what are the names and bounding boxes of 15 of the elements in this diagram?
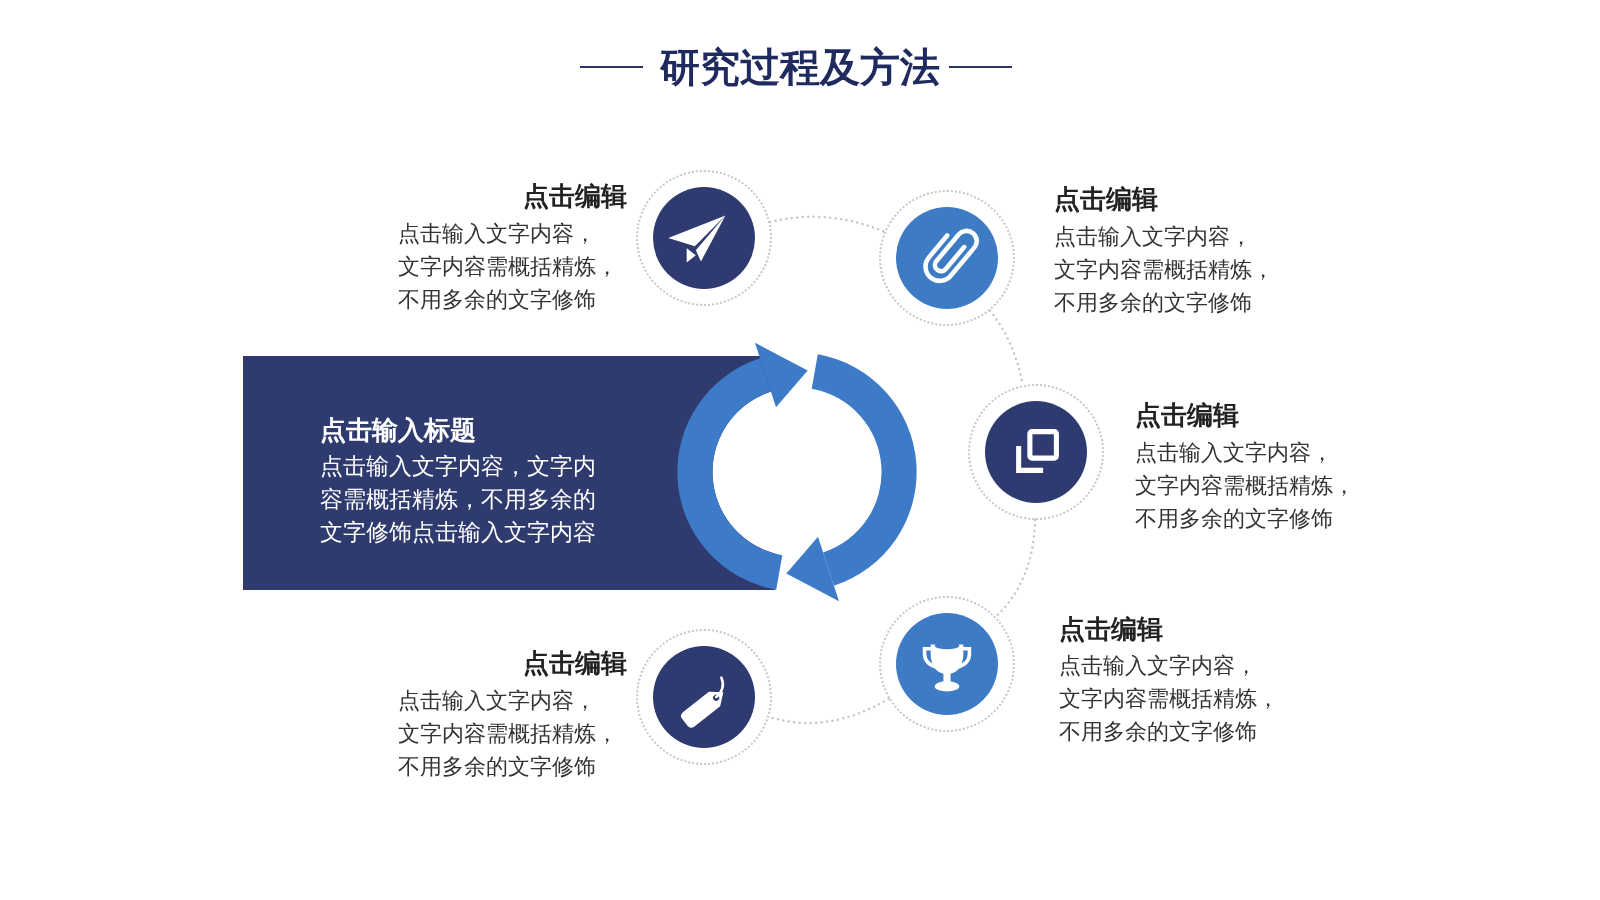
dotted-connector bbox=[768, 215, 886, 233]
step-heading: 点击编辑 bbox=[1059, 613, 1163, 646]
step-text: 点击输入文字内容，文字内容需概括精炼，不用多余的文字修饰 bbox=[1059, 651, 1280, 746]
step-text: 点击输入文字内容，文字内容需概括精炼，不用多余的文字修饰 bbox=[398, 686, 619, 781]
step-heading: 点击编辑 bbox=[523, 180, 627, 213]
step-text: 点击输入文字内容，文字内容需概括精炼，不用多余的文字修饰 bbox=[1135, 438, 1356, 533]
page-title: 研究过程及方法 bbox=[660, 43, 940, 91]
step-text: 点击输入文字内容，文字内容需概括精炼，不用多余的文字修饰 bbox=[1054, 222, 1275, 317]
step-heading: 点击编辑 bbox=[523, 647, 627, 680]
step-heading: 点击编辑 bbox=[1135, 399, 1239, 432]
dotted-connector bbox=[994, 518, 1037, 619]
band-text: 点击输入文字内容，文字内容需概括精炼，不用多余的文字修饰点击输入文字内容 bbox=[320, 451, 597, 547]
band-heading: 点击输入标题 bbox=[320, 414, 476, 447]
step-heading: 点击编辑 bbox=[1054, 183, 1158, 216]
step-text: 点击输入文字内容，文字内容需概括精炼，不用多余的文字修饰 bbox=[398, 219, 619, 314]
